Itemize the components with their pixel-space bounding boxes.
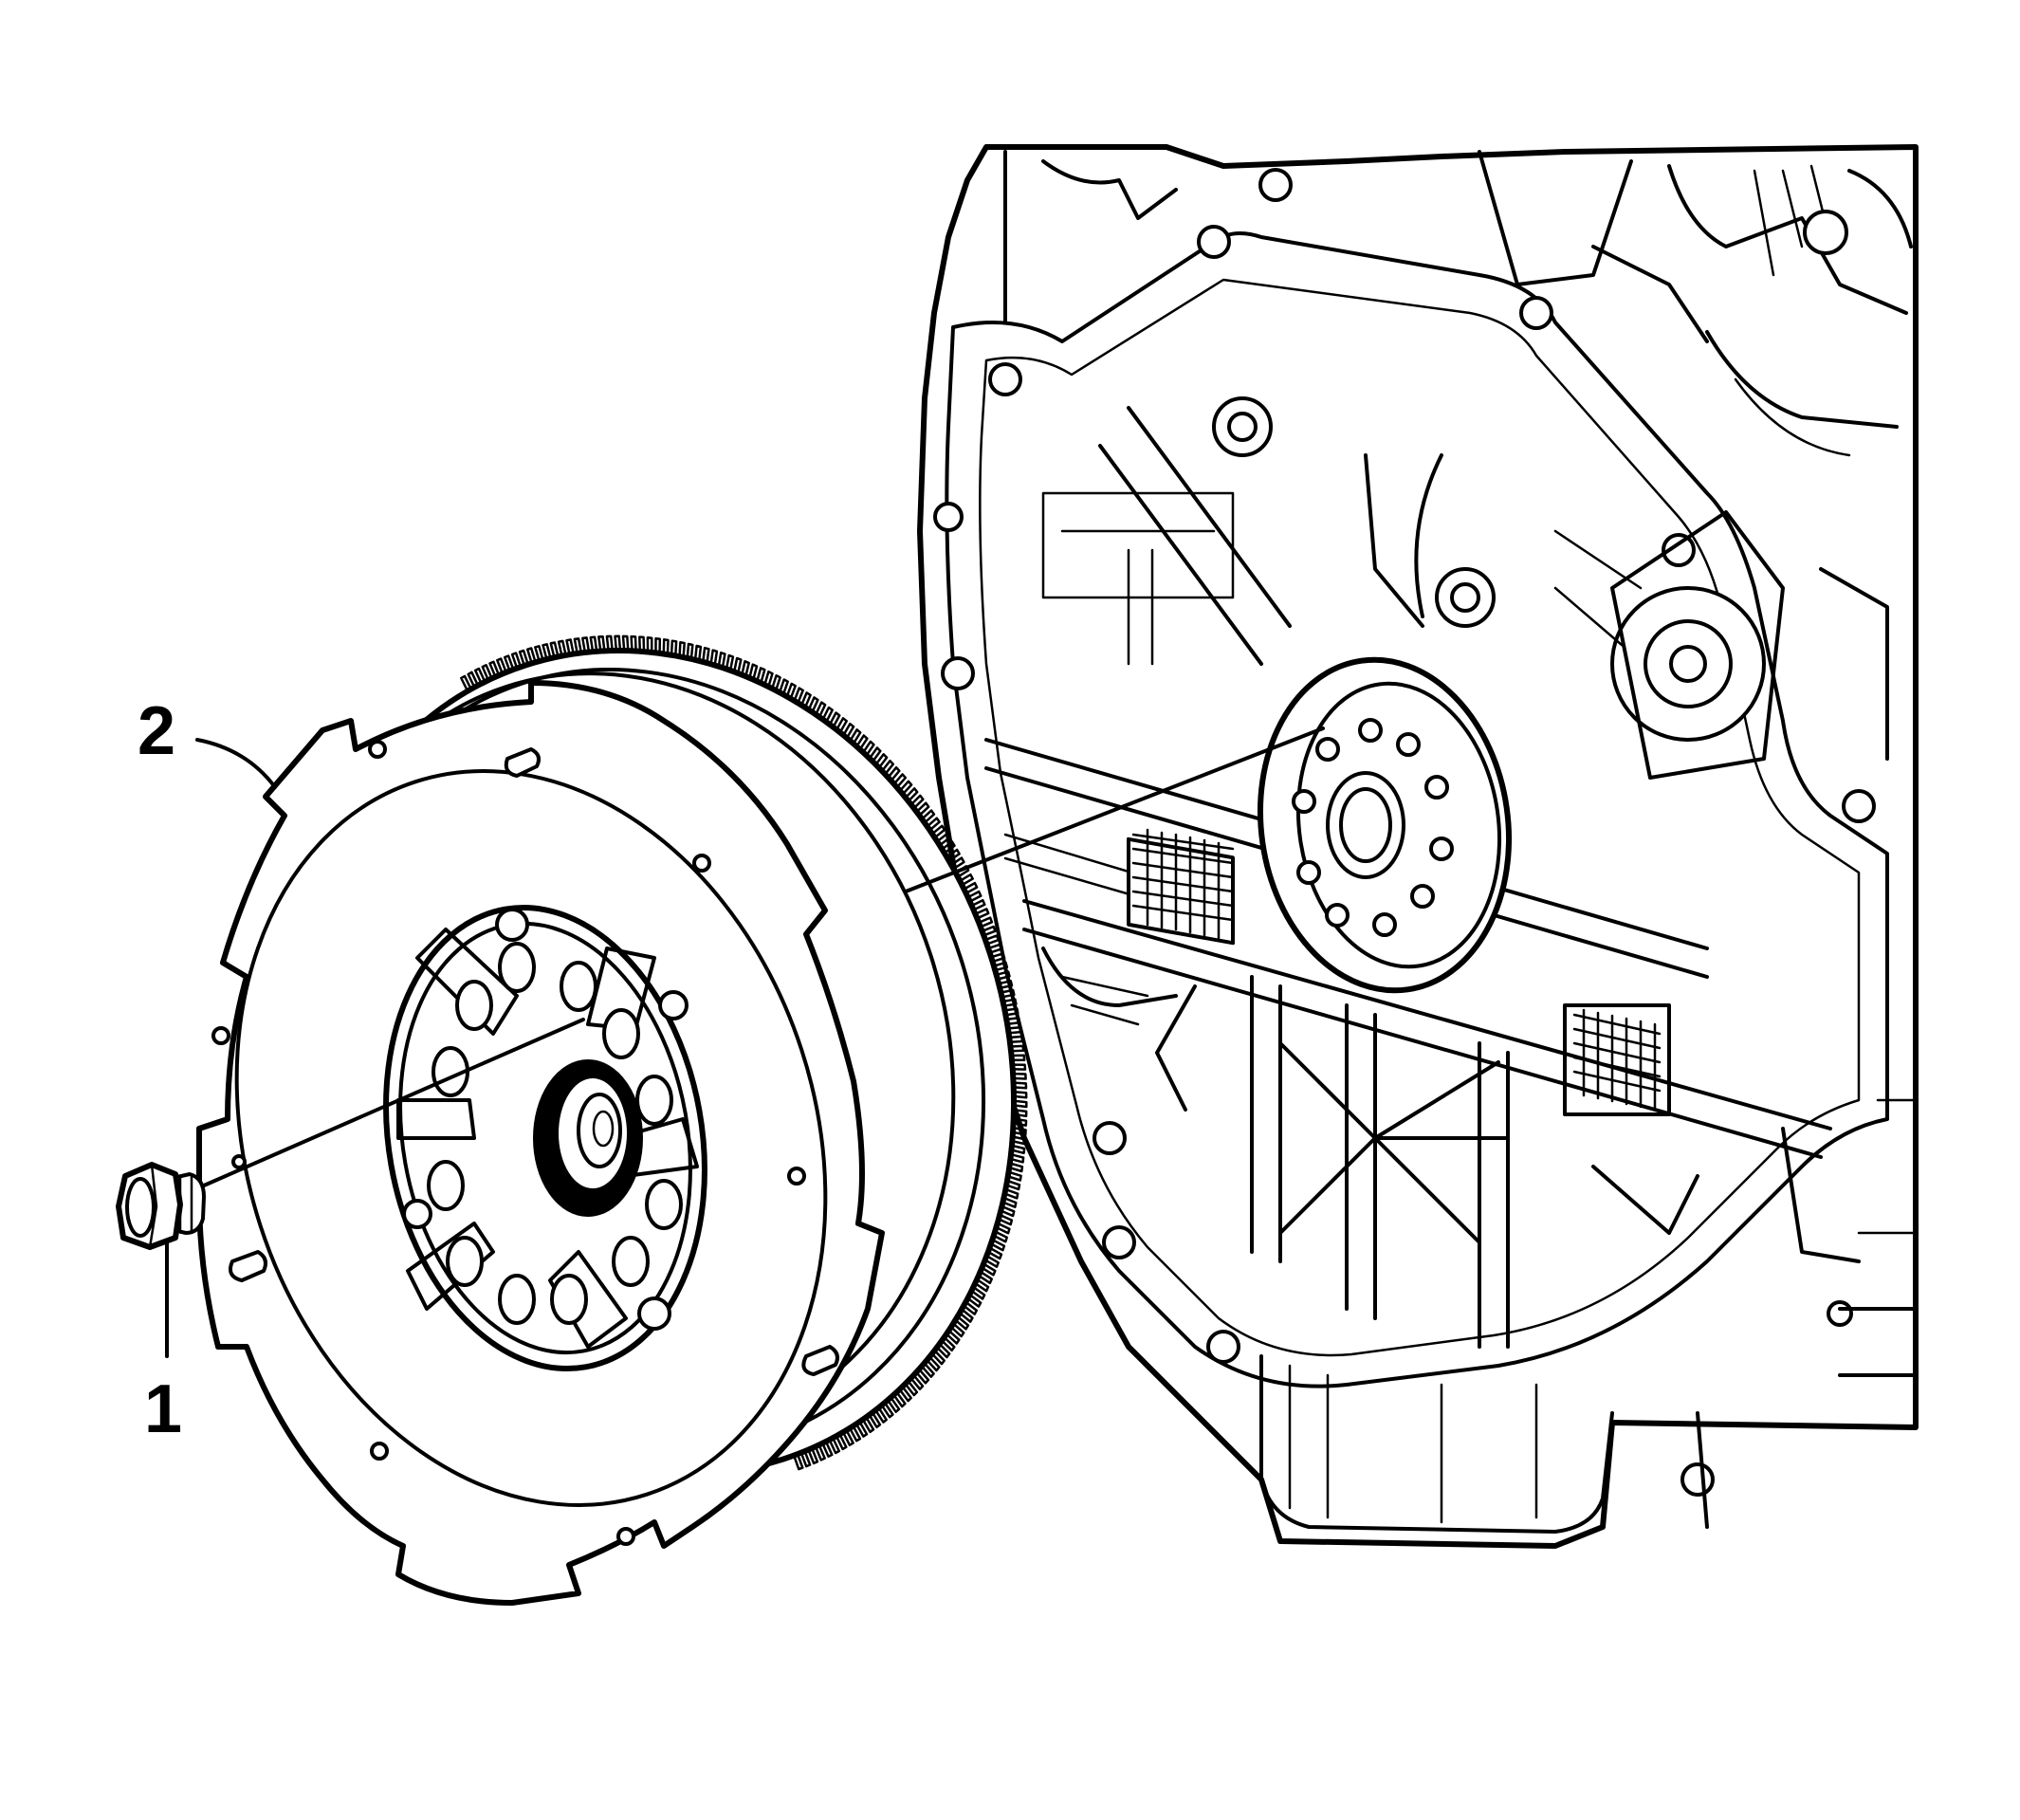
- flange-bolt-holes: [933, 168, 1876, 1497]
- ring-gear-teeth: [460, 634, 1028, 1471]
- callout-2-label: 2: [138, 693, 175, 769]
- engine-block: [917, 144, 1919, 1549]
- crosshatch-left: [1127, 828, 1235, 946]
- flywheel-bolt: [116, 1162, 206, 1250]
- ring-gear-tooth-path: [460, 634, 1028, 1471]
- flywheel: [196, 634, 1028, 1606]
- crosshatch-right: [1563, 1003, 1671, 1116]
- crankshaft-flange: [1257, 656, 1513, 994]
- callout-1-label: 1: [144, 1371, 182, 1447]
- leader-lines: [165, 726, 1325, 1358]
